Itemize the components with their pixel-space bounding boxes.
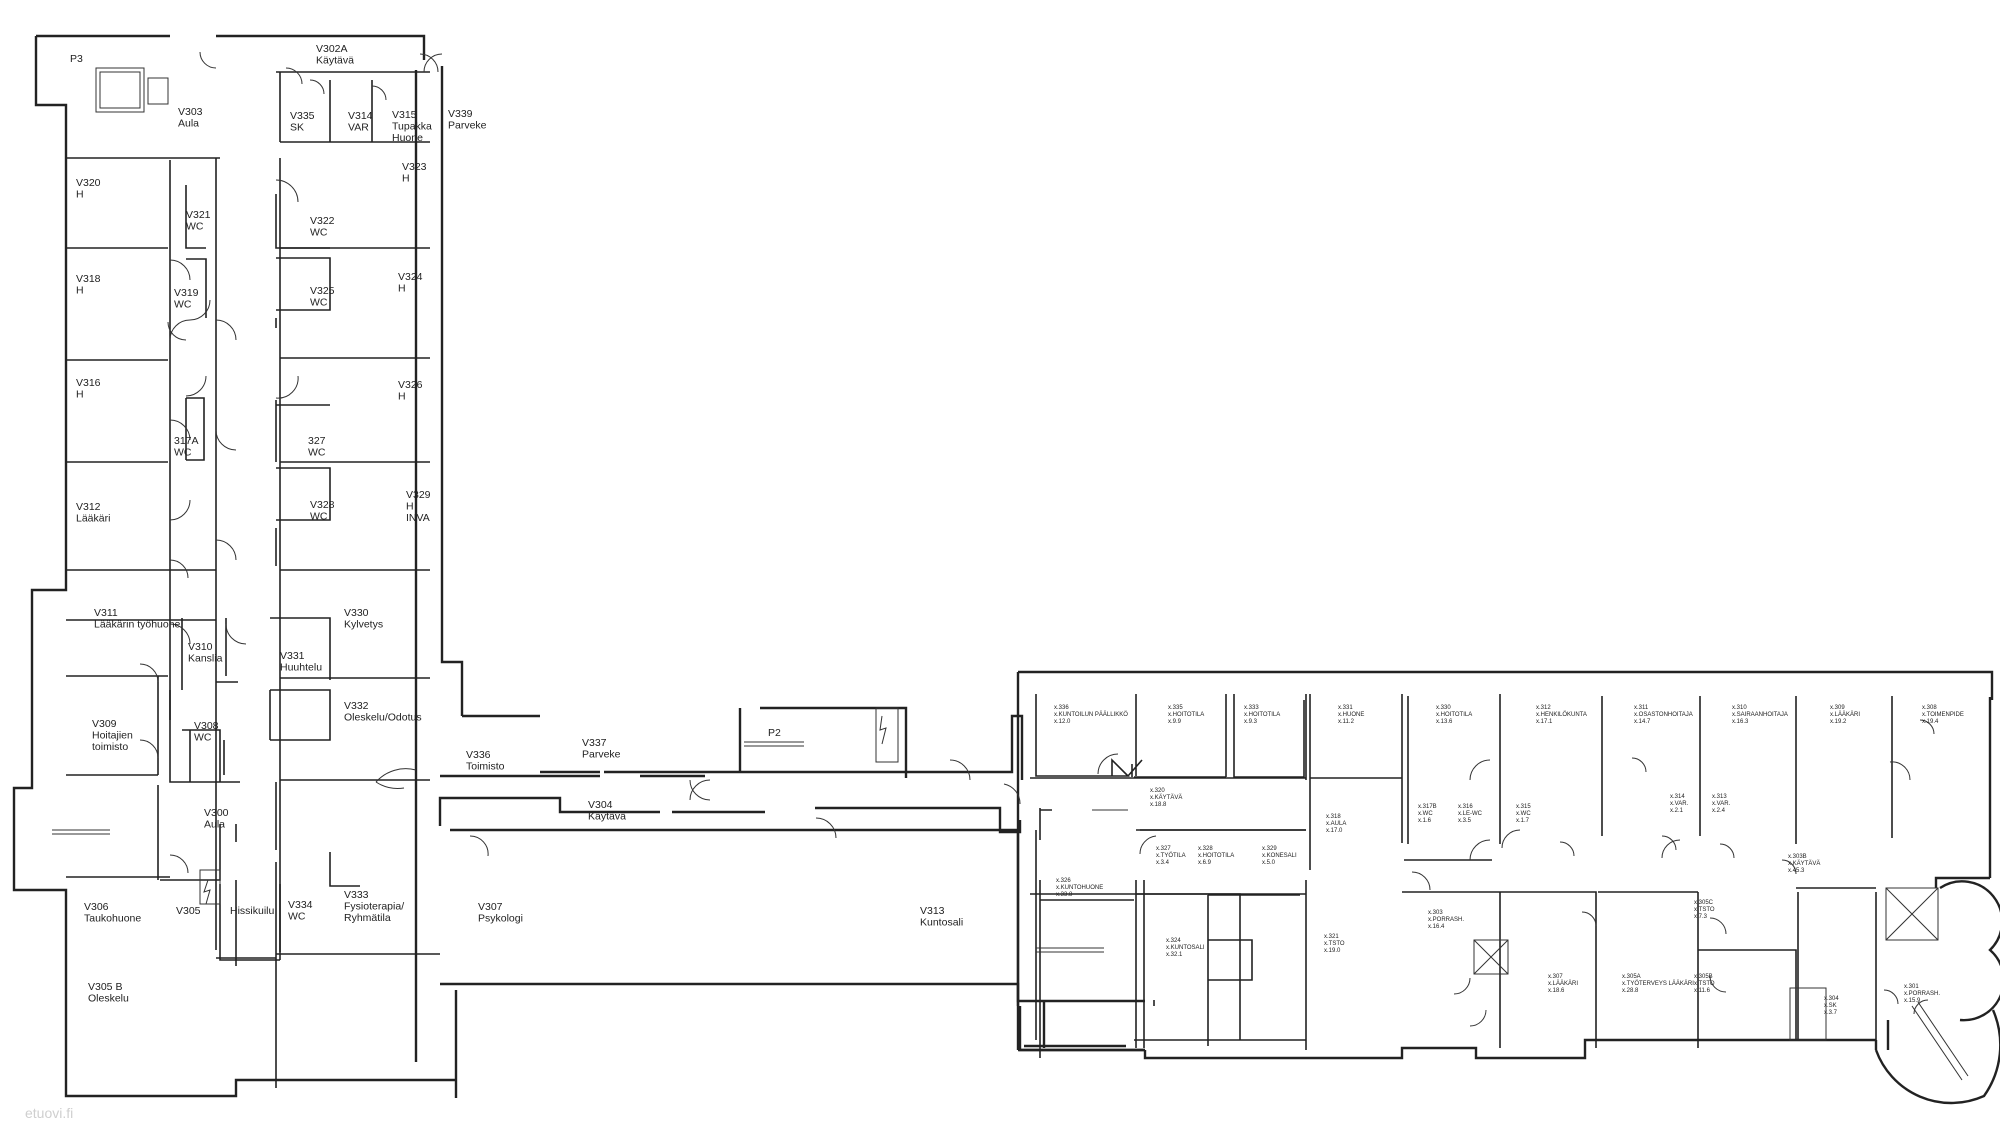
room-label-p2: P2 — [768, 727, 781, 739]
room-label-hissikuilu: Hissikuilu — [230, 905, 275, 917]
floor-plan-fixtures — [52, 67, 1969, 1081]
room-label-p3: P3 — [70, 53, 83, 65]
floor-plan-doors — [139, 51, 1935, 1027]
room-label-v305: V305 — [176, 905, 201, 917]
watermark-logo: etuovi.fi — [25, 1105, 73, 1121]
floor-plan-walls — [12, 34, 2000, 1105]
